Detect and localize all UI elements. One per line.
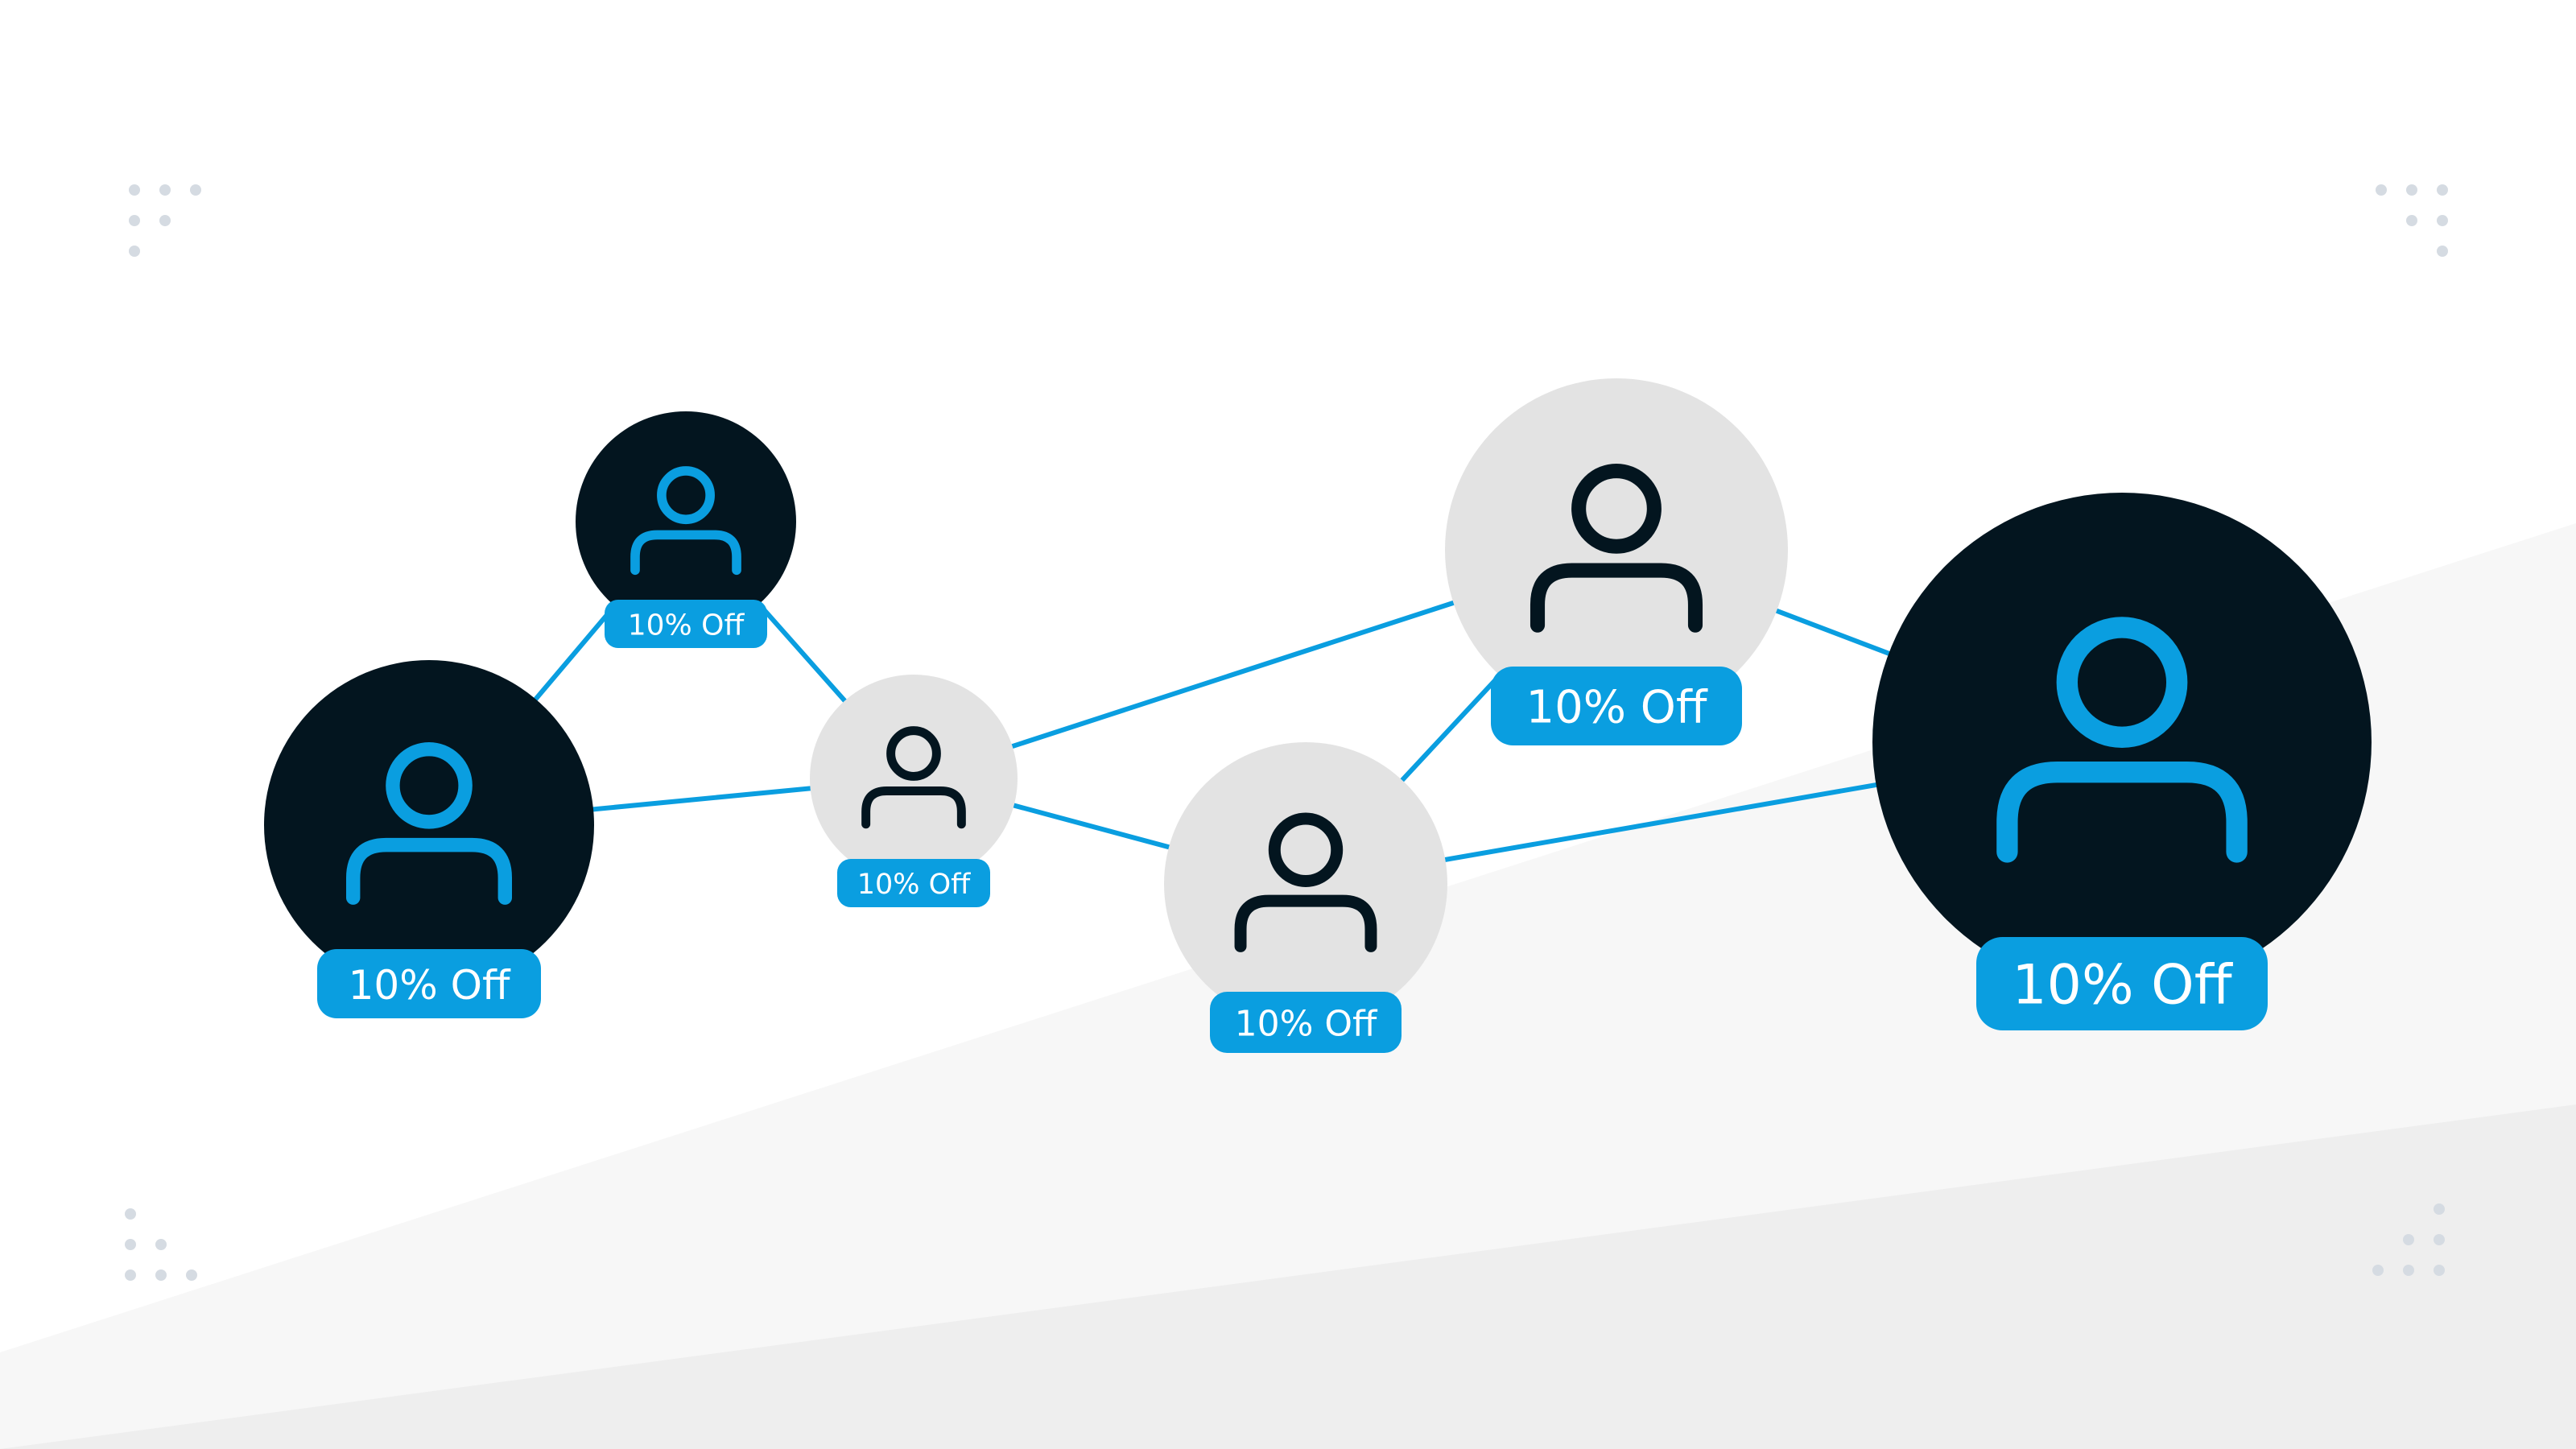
decoration-dot [159,215,171,226]
decoration-dot [2406,184,2417,196]
network-node: 10% Off [810,675,1018,907]
user-icon-head [886,726,941,781]
discount-badge-label: 10% Off [2012,954,2233,1018]
discount-badge-label: 10% Off [857,869,971,901]
decoration-dot [2406,215,2417,226]
discount-badge [1491,667,1742,745]
network-node: 10% Off [576,411,796,648]
decoration-dot [125,1269,136,1281]
discount-badge-label: 10% Off [1526,682,1708,734]
decoration-dot [129,246,140,257]
decoration-dot [2434,1265,2445,1276]
user-icon [345,837,513,905]
network-node: 10% Off [1445,378,1788,745]
discount-badge-label: 10% Off [628,609,745,642]
decoration-dot [155,1239,167,1250]
decoration-dot [2437,184,2448,196]
decoration-dot [2434,1234,2445,1245]
user-icon [630,530,741,576]
network-node: 10% Off [1872,493,2372,1030]
user-icon-head [657,466,715,525]
network-node: 10% Off [264,660,594,1018]
discount-badge [605,600,767,648]
decoration-dot [2437,215,2448,226]
decoration-dot [2376,184,2387,196]
dot-grid-decoration-top-right [2376,184,2448,257]
decoration-dot [2434,1203,2445,1215]
user-icon-head [386,741,473,829]
decoration-dot [129,215,140,226]
user-icon-head [1268,812,1344,887]
user-icon [1234,894,1377,952]
user-icon [861,786,966,829]
user-icon-head [2056,617,2188,748]
decoration-dot [2372,1265,2384,1276]
network-node: 10% Off [1164,742,1447,1053]
decoration-dot [125,1239,136,1250]
discount-badge [837,859,990,907]
dot-grid-decoration-top-left [129,184,201,257]
decoration-dot [129,184,140,196]
user-icon [1530,563,1703,633]
discount-badge [1976,937,2268,1030]
discount-badge-label: 10% Off [349,962,511,1009]
decoration-dot [2403,1265,2414,1276]
user-icon-head [1571,463,1662,554]
decoration-dot [2403,1234,2414,1245]
decoration-dot [159,184,171,196]
background-band-darker [0,1104,2576,1449]
decoration-dot [2437,246,2448,257]
decoration-dot [125,1208,136,1220]
discount-badge-label: 10% Off [1235,1004,1378,1045]
user-icon [1996,762,2248,863]
dot-grid-decoration-bottom-right [2372,1203,2445,1276]
dot-grid-decoration-bottom-left [125,1208,197,1281]
decoration-dot [186,1269,197,1281]
discount-badge [1210,992,1402,1053]
decoration-dot [190,184,201,196]
decoration-dot [155,1269,167,1281]
discount-badge [317,949,541,1018]
